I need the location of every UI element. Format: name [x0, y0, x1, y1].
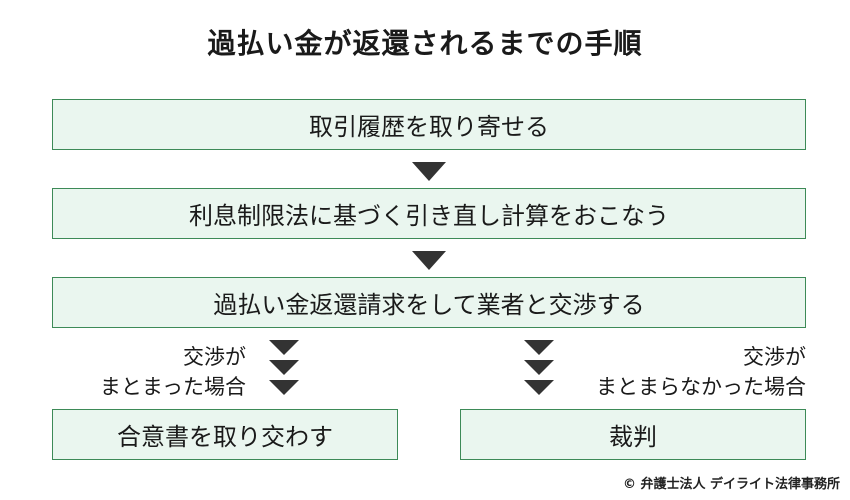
- down-arrow-icon: [524, 380, 554, 395]
- branch-label-not-agreed: 交渉が まとまらなかった場合: [560, 342, 806, 402]
- branch-label-line: 交渉が: [743, 345, 806, 369]
- branch-label-line: まとまった場合: [99, 375, 246, 399]
- diagram-title: 過払い金が返還されるまでの手順: [207, 27, 643, 60]
- outcome-trial: 裁判: [460, 409, 806, 460]
- step-negotiate-with-lender: 過払い金返還請求をして業者と交渉する: [52, 277, 806, 328]
- down-arrow-icon: [524, 340, 554, 355]
- branch-label-agreed: 交渉が まとまった場合: [60, 342, 246, 402]
- down-arrow-icon: [412, 162, 446, 181]
- outcome-label: 合意書を取り交わす: [117, 423, 333, 451]
- step-label: 過払い金返還請求をして業者と交渉する: [213, 291, 645, 319]
- copyright-notice: © 弁護士法人 デイライト法律事務所: [622, 477, 840, 492]
- down-arrow-icon: [269, 380, 299, 395]
- down-arrow-icon: [524, 360, 554, 375]
- branch-label-line: まとまらなかった場合: [596, 375, 806, 399]
- branch-label-line: 交渉が: [183, 345, 246, 369]
- step-label: 利息制限法に基づく引き直し計算をおこなう: [189, 202, 669, 230]
- step-label: 取引履歴を取り寄せる: [309, 113, 549, 141]
- down-arrow-icon: [269, 340, 299, 355]
- down-arrow-icon: [269, 360, 299, 375]
- step-request-transaction-history: 取引履歴を取り寄せる: [52, 99, 806, 150]
- outcome-agreement: 合意書を取り交わす: [52, 409, 398, 460]
- down-arrow-icon: [412, 251, 446, 270]
- outcome-label: 裁判: [609, 423, 657, 451]
- step-recalculation: 利息制限法に基づく引き直し計算をおこなう: [52, 188, 806, 239]
